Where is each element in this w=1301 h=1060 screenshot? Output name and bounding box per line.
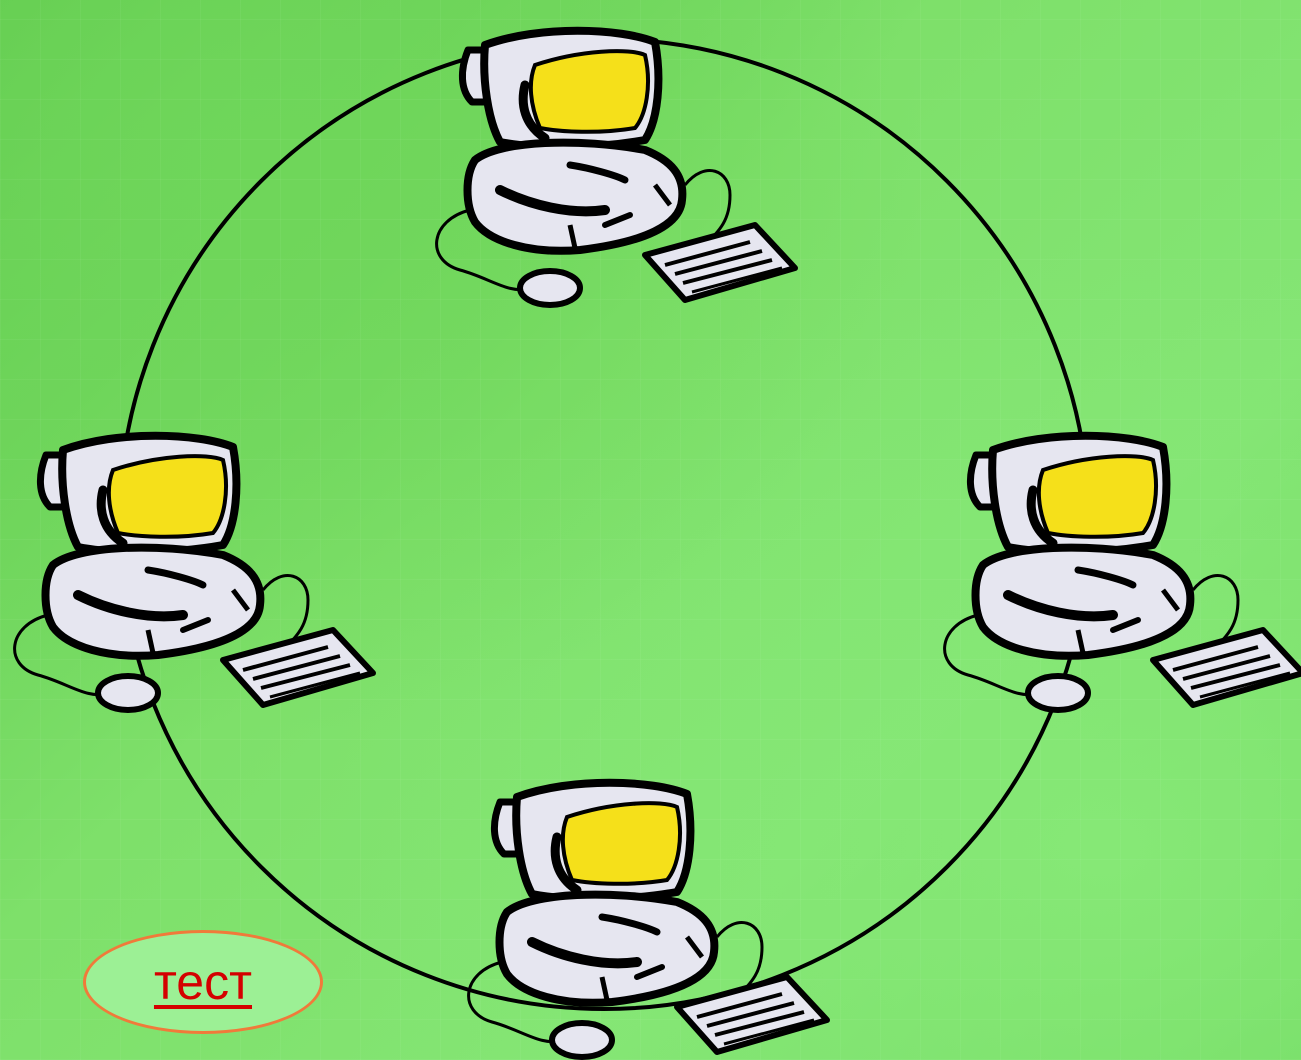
computer-node-top [437, 31, 795, 305]
test-button[interactable]: тест [83, 930, 323, 1034]
computer-node-left [15, 436, 373, 710]
computer-node-right [945, 436, 1301, 710]
test-link-label[interactable]: тест [154, 953, 252, 1011]
computer-node-bottom [469, 783, 827, 1057]
